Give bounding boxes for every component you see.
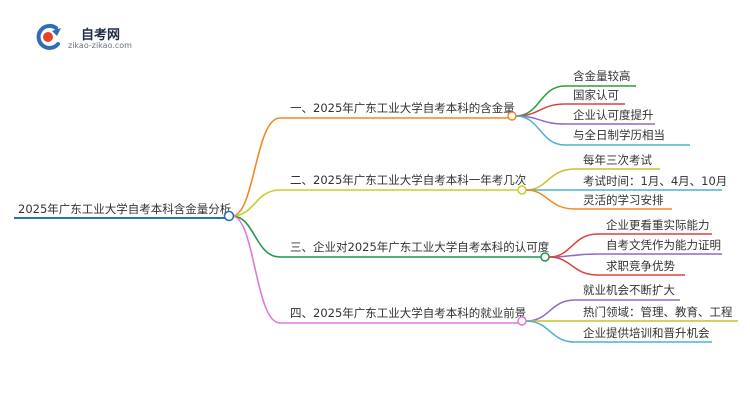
leaf-2-1-label: 每年三次考试 xyxy=(583,153,652,167)
branch-1-connector xyxy=(231,117,281,217)
leaf-1-2-label: 国家认可 xyxy=(573,88,619,102)
leaf-3-3-label: 求职竞争优势 xyxy=(606,259,675,273)
branch-2-node[interactable] xyxy=(517,185,527,195)
site-logo[interactable]: 自考网 zikao-zikao.com xyxy=(34,22,144,52)
branch-4-connector xyxy=(231,215,281,324)
leaf-2-2-label: 考试时间：1月、4月、10月 xyxy=(583,174,727,188)
leaf-3-3-connector xyxy=(548,256,599,276)
leaf-4-3-connector xyxy=(525,320,576,343)
logo-title: 自考网 xyxy=(81,28,121,43)
leaf-2-3-label: 灵活的学习安排 xyxy=(583,193,664,207)
leaf-4-3-label: 企业提供培训和晋升机会 xyxy=(583,326,710,340)
logo-url: zikao-zikao.com xyxy=(68,41,132,50)
leaf-4-1-connector xyxy=(525,299,576,322)
leaf-1-1-label: 含金量较高 xyxy=(573,69,631,83)
branch-4-node[interactable] xyxy=(517,316,527,326)
root-label: 2025年广东工业大学自考本科含金量分析 xyxy=(18,202,231,216)
leaf-4-2-label: 热门领域：管理、教育、工程 xyxy=(583,305,733,319)
branch-3-node[interactable] xyxy=(540,252,550,262)
leaf-1-3-label: 企业认可度提升 xyxy=(573,108,654,122)
branch-2-connector xyxy=(231,189,281,217)
leaf-2-1-connector xyxy=(525,168,576,191)
leaf-1-4-connector xyxy=(515,115,566,146)
leaf-2-3-connector xyxy=(525,189,576,210)
leaf-1-4-label: 与全日制学历相当 xyxy=(573,128,665,142)
leaf-3-2-label: 自考文凭作为能力证明 xyxy=(606,238,721,252)
branch-4-label: 四、2025年广东工业大学自考本科的就业前景 xyxy=(290,306,526,320)
leaf-3-1-label: 企业更看重实际能力 xyxy=(606,218,710,232)
branch-1-label: 一、2025年广东工业大学自考本科的含金量 xyxy=(290,101,515,115)
logo-mark-icon xyxy=(36,23,61,50)
branch-1-node[interactable] xyxy=(507,111,517,121)
branch-2-label: 二、2025年广东工业大学自考本科一年考几次 xyxy=(290,173,527,187)
root-node[interactable] xyxy=(223,210,235,222)
leaf-1-1-connector xyxy=(515,85,566,117)
leaf-4-1-label: 就业机会不断扩大 xyxy=(583,283,675,297)
branch-3-label: 三、企业对2025年广东工业大学自考本科的认可度 xyxy=(290,240,550,254)
branch-3-connector xyxy=(231,215,281,258)
